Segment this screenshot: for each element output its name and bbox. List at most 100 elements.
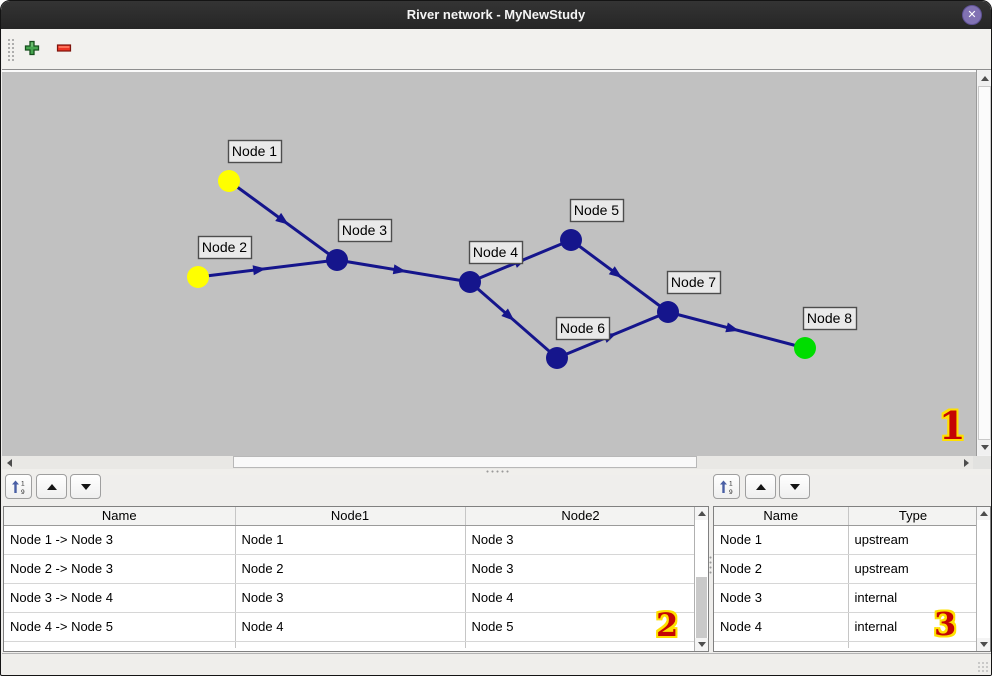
edge-arrow-icon	[392, 264, 407, 275]
table-cell[interactable]: upstream	[848, 554, 979, 584]
arrow-up-icon	[979, 511, 988, 516]
edge-line[interactable]	[197, 258, 338, 279]
scroll-up-button[interactable]	[978, 71, 991, 86]
remove-button[interactable]	[54, 38, 74, 58]
arrow-up-icon	[697, 511, 706, 516]
node-label-box[interactable]	[468, 240, 524, 265]
splitter-grip-icon	[485, 470, 511, 473]
node-circle[interactable]	[546, 347, 568, 369]
table-cell[interactable]: internal	[848, 583, 979, 613]
table-cell	[848, 641, 979, 648]
node-label-box[interactable]	[337, 218, 393, 243]
close-icon: ✕	[967, 9, 977, 21]
table-cell[interactable]: Node 3	[465, 554, 697, 584]
nodes-move-down-button[interactable]	[779, 474, 810, 499]
nodes-sort-button[interactable]: 1 9	[713, 474, 740, 499]
column-header-name[interactable]: Name	[714, 507, 849, 526]
scroll-down-button[interactable]	[695, 638, 708, 651]
nodes-table-vscrollbar[interactable]	[976, 507, 990, 651]
node-label: Node 4	[473, 244, 518, 260]
node-circle[interactable]	[326, 249, 348, 271]
scroll-up-button[interactable]	[695, 507, 708, 520]
node-circle[interactable]	[459, 271, 481, 293]
node-label-box[interactable]	[197, 235, 253, 260]
table-cell[interactable]: Node 2	[235, 554, 466, 584]
table-cell[interactable]: Node 2 -> Node 3	[4, 554, 236, 584]
node-label-box[interactable]	[227, 139, 283, 164]
table-cell[interactable]: Node 3	[465, 525, 697, 555]
column-header-name[interactable]: Name	[4, 507, 236, 526]
table-cell[interactable]: Node 3	[235, 583, 466, 613]
node-circle[interactable]	[560, 229, 582, 251]
vscroll-thumb[interactable]	[978, 86, 991, 440]
down-triangle-icon	[789, 483, 800, 490]
node-label-box[interactable]	[555, 316, 611, 341]
scroll-down-button[interactable]	[978, 440, 991, 455]
table-cell[interactable]: Node 3	[714, 583, 849, 613]
table-cell[interactable]: internal	[848, 612, 979, 642]
scroll-left-button[interactable]	[2, 456, 16, 469]
canvas-vscrollbar[interactable]	[976, 70, 991, 456]
vertical-splitter[interactable]	[709, 506, 713, 652]
resize-grip-icon[interactable]	[977, 661, 988, 672]
horizontal-splitter[interactable]	[2, 469, 991, 475]
table-cell[interactable]: Node 1	[714, 525, 849, 555]
links-move-up-button[interactable]	[36, 474, 67, 499]
annotation-marker-2: 2	[656, 606, 679, 644]
table-cell[interactable]: Node 4	[465, 583, 697, 613]
edge-arrow-icon	[725, 322, 740, 333]
down-triangle-icon	[80, 483, 91, 490]
node-label: Node 8	[807, 310, 852, 326]
table-cell[interactable]: Node 1 -> Node 3	[4, 525, 236, 555]
links-sort-button[interactable]: 1 9	[5, 474, 32, 499]
toolbar-drag-handle[interactable]	[7, 38, 16, 62]
node-label-box[interactable]	[569, 198, 625, 223]
add-button[interactable]	[22, 38, 42, 58]
nodes-move-up-button[interactable]	[745, 474, 776, 499]
table-cell[interactable]: upstream	[848, 525, 979, 555]
node-circle[interactable]	[218, 170, 240, 192]
canvas-hscrollbar[interactable]	[2, 456, 973, 469]
table-cell[interactable]: Node 4	[714, 612, 849, 642]
arrow-down-icon	[697, 642, 706, 647]
close-button[interactable]: ✕	[962, 5, 982, 25]
annotation-marker-3: 3	[934, 605, 957, 643]
table-cell[interactable]: Node 3 -> Node 4	[4, 583, 236, 613]
table-cell[interactable]: Node 5	[465, 612, 697, 642]
node-label: Node 2	[202, 239, 247, 255]
node-label-box[interactable]	[666, 270, 722, 295]
column-header-node2[interactable]: Node2	[465, 507, 697, 526]
scroll-down-button[interactable]	[977, 638, 990, 651]
links-move-down-button[interactable]	[70, 474, 101, 499]
column-header-node1[interactable]: Node1	[235, 507, 466, 526]
scroll-right-button[interactable]	[959, 456, 973, 469]
table-cell	[714, 641, 849, 648]
scroll-thumb[interactable]	[696, 577, 707, 639]
node-circle[interactable]	[794, 337, 816, 359]
status-bar	[2, 653, 991, 675]
hscroll-thumb[interactable]	[233, 456, 697, 468]
links-table-vscrollbar[interactable]	[694, 507, 708, 651]
node-circle[interactable]	[657, 301, 679, 323]
node-circle[interactable]	[187, 266, 209, 288]
table-cell[interactable]: Node 2	[714, 554, 849, 584]
table-row-partial[interactable]	[4, 641, 697, 648]
table-cell[interactable]: Node 1	[235, 525, 466, 555]
node-label-box[interactable]	[802, 306, 858, 331]
up-triangle-icon	[46, 483, 57, 490]
table-cell[interactable]: Node 4 -> Node 5	[4, 612, 236, 642]
table-cell[interactable]: Node 4	[235, 612, 466, 642]
titlebar[interactable]: River network - MyNewStudy ✕	[1, 1, 991, 29]
column-header-type[interactable]: Type	[848, 507, 979, 526]
scroll-up-button[interactable]	[977, 507, 990, 520]
